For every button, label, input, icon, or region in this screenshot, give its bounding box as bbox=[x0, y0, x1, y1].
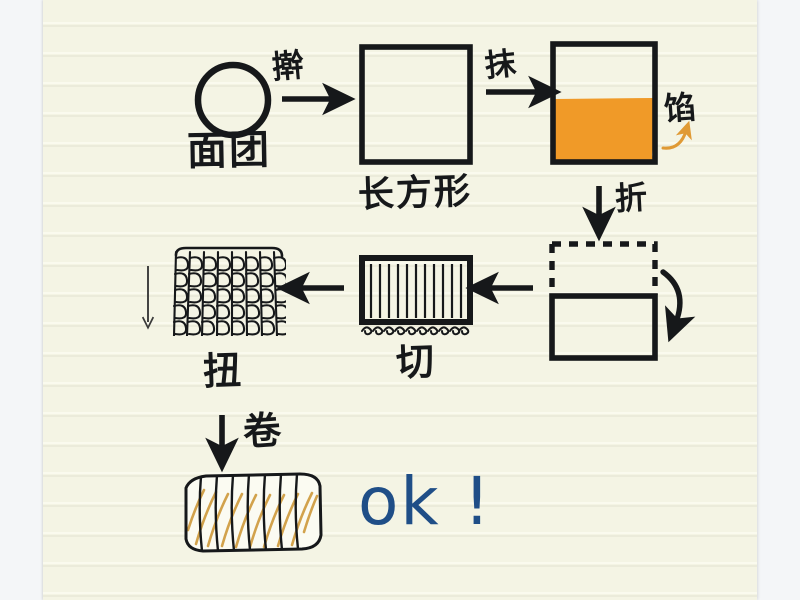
step-filled-shape bbox=[550, 41, 658, 165]
label-roll-up: 卷 bbox=[241, 407, 283, 455]
step-rectangle-shape bbox=[359, 44, 473, 165]
label-spread: 抹 bbox=[483, 45, 518, 85]
step-dough-shape bbox=[194, 61, 272, 139]
label-cut: 切 bbox=[395, 339, 435, 385]
step-twist-shape bbox=[172, 246, 286, 336]
label-dough: 面团 bbox=[186, 127, 272, 175]
label-twist: 扭 bbox=[202, 348, 242, 394]
label-fold: 折 bbox=[614, 178, 648, 218]
step-rolled-bun-shape bbox=[184, 472, 323, 553]
label-done: ok ! bbox=[358, 463, 493, 540]
step-folded-shape bbox=[549, 241, 696, 361]
bun-swirls bbox=[186, 488, 319, 549]
step-cut-shape bbox=[359, 255, 473, 336]
arrow-filling-pointer bbox=[661, 120, 692, 150]
label-roll-out: 擀 bbox=[270, 45, 306, 87]
label-rectangle: 长方形 bbox=[357, 171, 473, 216]
cut-strip-curls bbox=[361, 326, 470, 336]
label-filling: 馅 bbox=[662, 87, 698, 129]
bun-segment-lines bbox=[198, 474, 300, 551]
